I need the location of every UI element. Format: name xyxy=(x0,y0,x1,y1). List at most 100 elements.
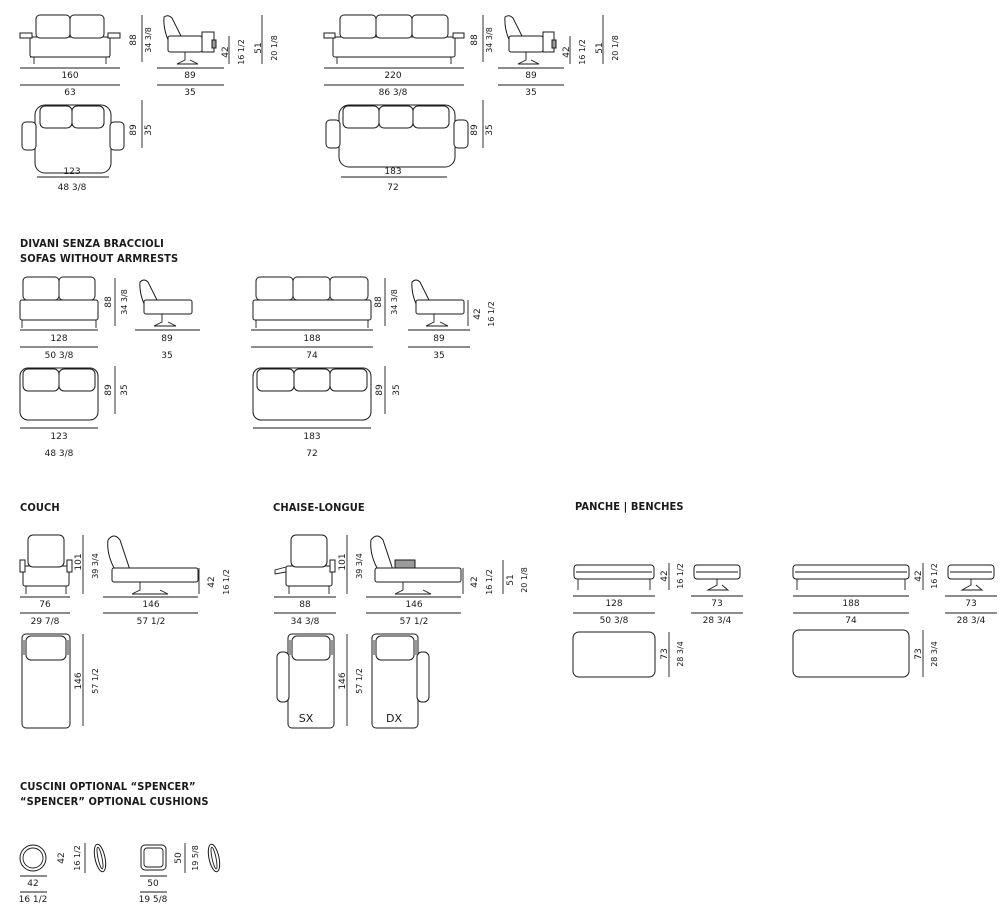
sofa-220-plan-width-in-label: 72 xyxy=(387,183,398,193)
couch-plan-length-in-label: 57 1/2 xyxy=(91,668,100,694)
bench-128-side-depth-label: 73 xyxy=(711,599,722,609)
couch-front-view xyxy=(19,534,73,594)
sofa-188-width-in-label: 74 xyxy=(306,351,318,361)
chaise-plan-view-sx xyxy=(276,633,335,729)
sofa-220-seat-label: 42 xyxy=(562,46,572,57)
sofa-128-dimension-lines xyxy=(20,278,200,429)
sofa-220-side-depth-label: 89 xyxy=(525,71,537,81)
sofa-188-dimension-lines xyxy=(251,278,470,429)
sofa-160-seat-in-label: 16 1/2 xyxy=(237,39,246,65)
sofa-220-plan-width-label: 183 xyxy=(384,167,401,177)
sofa-160-plan-depth-in-label: 35 xyxy=(144,124,154,135)
bench-188-plan-view xyxy=(792,629,910,678)
section-heading-cushions-it: CUSCINI OPTIONAL “SPENCER” xyxy=(20,780,196,793)
chaise-height-in-label: 39 3/4 xyxy=(355,553,364,579)
bench-128-side-depth-in-label: 28 3/4 xyxy=(703,616,732,626)
chaise-right-version-label: DX xyxy=(386,712,402,725)
sofa-188-plan-width-in-label: 72 xyxy=(306,449,317,459)
sofa-160-height-label: 88 xyxy=(129,34,139,46)
round-cushion-height-label: 42 xyxy=(57,852,67,863)
couch-seat-in-label: 16 1/2 xyxy=(222,569,231,595)
sofa-220-side-depth-in-label: 35 xyxy=(525,88,536,98)
sofa-160-plan-view xyxy=(21,104,125,174)
couch-width-label: 76 xyxy=(39,600,51,610)
sofa-128-plan-depth-label: 89 xyxy=(104,384,114,396)
bench-128-depth-in-label: 28 3/4 xyxy=(676,641,685,667)
bench-188-height-in-label: 16 1/2 xyxy=(930,563,939,589)
sofa-220-arm-in-label: 20 1/8 xyxy=(611,35,620,61)
chaise-length-label: 146 xyxy=(405,600,422,610)
bench-188-side-view xyxy=(947,564,995,591)
sofa-188-seat-label: 42 xyxy=(473,308,483,319)
sofa-220-seat-in-label: 16 1/2 xyxy=(578,39,587,65)
bench-188-width-in-label: 74 xyxy=(845,616,857,626)
sofa-160-side-depth-label: 89 xyxy=(184,71,196,81)
sofa-220-height-label: 88 xyxy=(470,34,480,46)
sofa-128-side-view xyxy=(139,279,193,327)
bench-128-side-view xyxy=(693,564,741,591)
bench-128-width-in-label: 50 3/8 xyxy=(600,616,629,626)
section-heading-cushions-en: “SPENCER” OPTIONAL CUSHIONS xyxy=(20,795,209,808)
sofa-128-side-depth-in-label: 35 xyxy=(161,351,172,361)
sofa-128-height-in-label: 34 3/8 xyxy=(120,289,129,315)
chaise-width-in-label: 34 3/8 xyxy=(291,617,320,627)
chaise-dimension-lines xyxy=(274,535,504,726)
sofa-160-plan-depth-label: 89 xyxy=(129,124,139,136)
bench-188-depth-label: 73 xyxy=(914,648,924,659)
section-heading-sofas-without-armrests-it: DIVANI SENZA BRACCIOLI xyxy=(20,237,164,250)
sofa-160-width-label: 160 xyxy=(61,71,78,81)
couch-plan-length-label: 146 xyxy=(74,672,84,689)
chaise-side-view xyxy=(370,535,462,595)
chaise-arm-in-label: 20 1/8 xyxy=(520,567,529,593)
cushion-dimension-lines xyxy=(20,843,186,893)
square-cushion-height-label: 50 xyxy=(174,852,184,864)
couch-width-in-label: 29 7/8 xyxy=(31,617,60,627)
bench-128-depth-label: 73 xyxy=(660,648,670,659)
chaise-plan-view-dx xyxy=(371,633,430,729)
square-cushion-width-in-label: 19 5/8 xyxy=(139,895,168,905)
sofa-220-height-in-label: 34 3/8 xyxy=(485,27,494,53)
chaise-seat-in-label: 16 1/2 xyxy=(485,569,494,595)
sofa-220-side-view xyxy=(504,15,557,65)
bench-128-height-in-label: 16 1/2 xyxy=(676,563,685,589)
sofa-160-plan-width-in-label: 48 3/8 xyxy=(58,183,87,193)
sofa-128-width-in-label: 50 3/8 xyxy=(45,351,74,361)
chaise-plan-length-in-label: 57 1/2 xyxy=(355,668,364,694)
sofa-128-front-view xyxy=(19,276,99,328)
section-heading-couch: COUCH xyxy=(20,501,60,514)
sofa-188-seat-in-label: 16 1/2 xyxy=(487,301,496,327)
couch-length-in-label: 57 1/2 xyxy=(137,617,166,627)
sofa-188-height-in-label: 34 3/8 xyxy=(390,289,399,315)
sofa-220-width-label: 220 xyxy=(384,71,401,81)
bench-128-height-label: 42 xyxy=(660,570,670,581)
chaise-front-view xyxy=(274,534,336,594)
bench-188-front-view xyxy=(792,564,910,590)
round-cushion-diameter-in-label: 16 1/2 xyxy=(19,895,48,905)
bench-128-width-label: 128 xyxy=(605,599,622,609)
couch-side-view xyxy=(107,535,199,595)
sofa-160-front-view xyxy=(19,14,121,64)
sofa-188-side-depth-in-label: 35 xyxy=(433,351,444,361)
sofa-128-plan-depth-in-label: 35 xyxy=(120,384,130,395)
bench-188-height-label: 42 xyxy=(914,570,924,581)
sofa-188-front-view xyxy=(252,276,372,328)
sofa-188-plan-view xyxy=(252,367,372,421)
sofa-220-plan-view xyxy=(325,104,469,168)
sofa-220-dimension-lines xyxy=(324,15,604,178)
bench-188-side-depth-label: 73 xyxy=(965,599,976,609)
bench-188-dimension-lines xyxy=(793,563,997,677)
sofa-220-arm-label: 51 xyxy=(595,42,605,53)
sofa-188-side-view xyxy=(411,279,465,327)
couch-seat-label: 42 xyxy=(207,576,217,587)
sofa-128-plan-width-label: 123 xyxy=(50,432,67,442)
round-cushion-height-in-label: 16 1/2 xyxy=(73,845,82,871)
sofa-220-width-in-label: 86 3/8 xyxy=(379,88,408,98)
square-cushion-width-label: 50 xyxy=(147,879,159,889)
sofa-128-height-label: 88 xyxy=(104,296,114,308)
bench-188-side-depth-in-label: 28 3/4 xyxy=(957,616,986,626)
sofa-160-arm-in-label: 20 1/8 xyxy=(270,35,279,61)
chaise-arm-label: 51 xyxy=(506,574,516,585)
sofa-160-side-view xyxy=(163,15,217,65)
sofa-128-plan-width-in-label: 48 3/8 xyxy=(45,449,74,459)
